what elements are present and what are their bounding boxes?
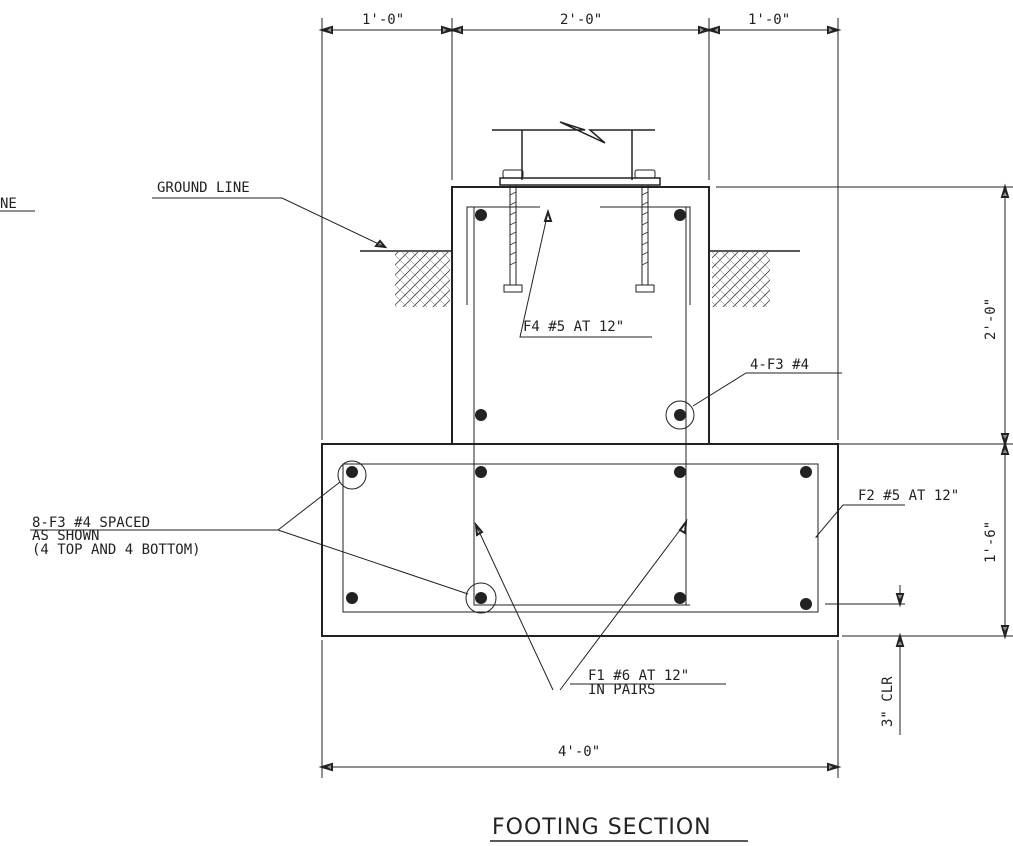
- label-f1-line1: F1 #6 AT 12": [588, 668, 689, 684]
- rebar-dots: [346, 209, 812, 610]
- footing-outline: [321, 443, 839, 637]
- dim-top-right: 1'-0": [748, 12, 790, 28]
- label-f3-footing-line1: 8-F3 #4 SPACED: [32, 515, 150, 531]
- column-stub: [492, 121, 661, 186]
- label-f4: F4 #5 AT 12": [523, 319, 624, 335]
- anchor-bolts: [502, 169, 656, 293]
- f1-bar-left: [473, 207, 690, 606]
- dim-clear-cover: 3" CLR: [880, 676, 896, 727]
- footing-mat-cage: [342, 463, 819, 613]
- bottom-dimension-lines: [318, 640, 842, 778]
- leader-lines: [0, 197, 905, 691]
- label-f1-line2: IN PAIRS: [588, 682, 655, 698]
- dim-right-lower: 1'-6": [983, 521, 999, 563]
- dim-bottom-width: 4'-0": [558, 744, 600, 760]
- label-f3-column: 4-F3 #4: [750, 357, 809, 373]
- callout-circles: [337, 400, 695, 614]
- clear-cover-dimension: [825, 585, 905, 735]
- pedestal-tie-right: [600, 206, 691, 305]
- dim-top-left: 1'-0": [362, 12, 404, 28]
- label-partial-left: NE: [0, 196, 17, 212]
- label-ground-line: GROUND LINE: [157, 180, 250, 196]
- label-f2: F2 #5 AT 12": [858, 488, 959, 504]
- label-f3-footing-line2: AS SHOWN: [32, 528, 99, 544]
- dim-top-middle: 2'-0": [560, 12, 602, 28]
- drawing-title: FOOTING SECTION: [492, 815, 712, 840]
- dim-right-upper: 2'-0": [983, 298, 999, 340]
- label-f3-footing-line3: (4 TOP AND 4 BOTTOM): [32, 542, 201, 558]
- ground-surface: [360, 250, 800, 307]
- top-dimension-lines: [318, 18, 842, 440]
